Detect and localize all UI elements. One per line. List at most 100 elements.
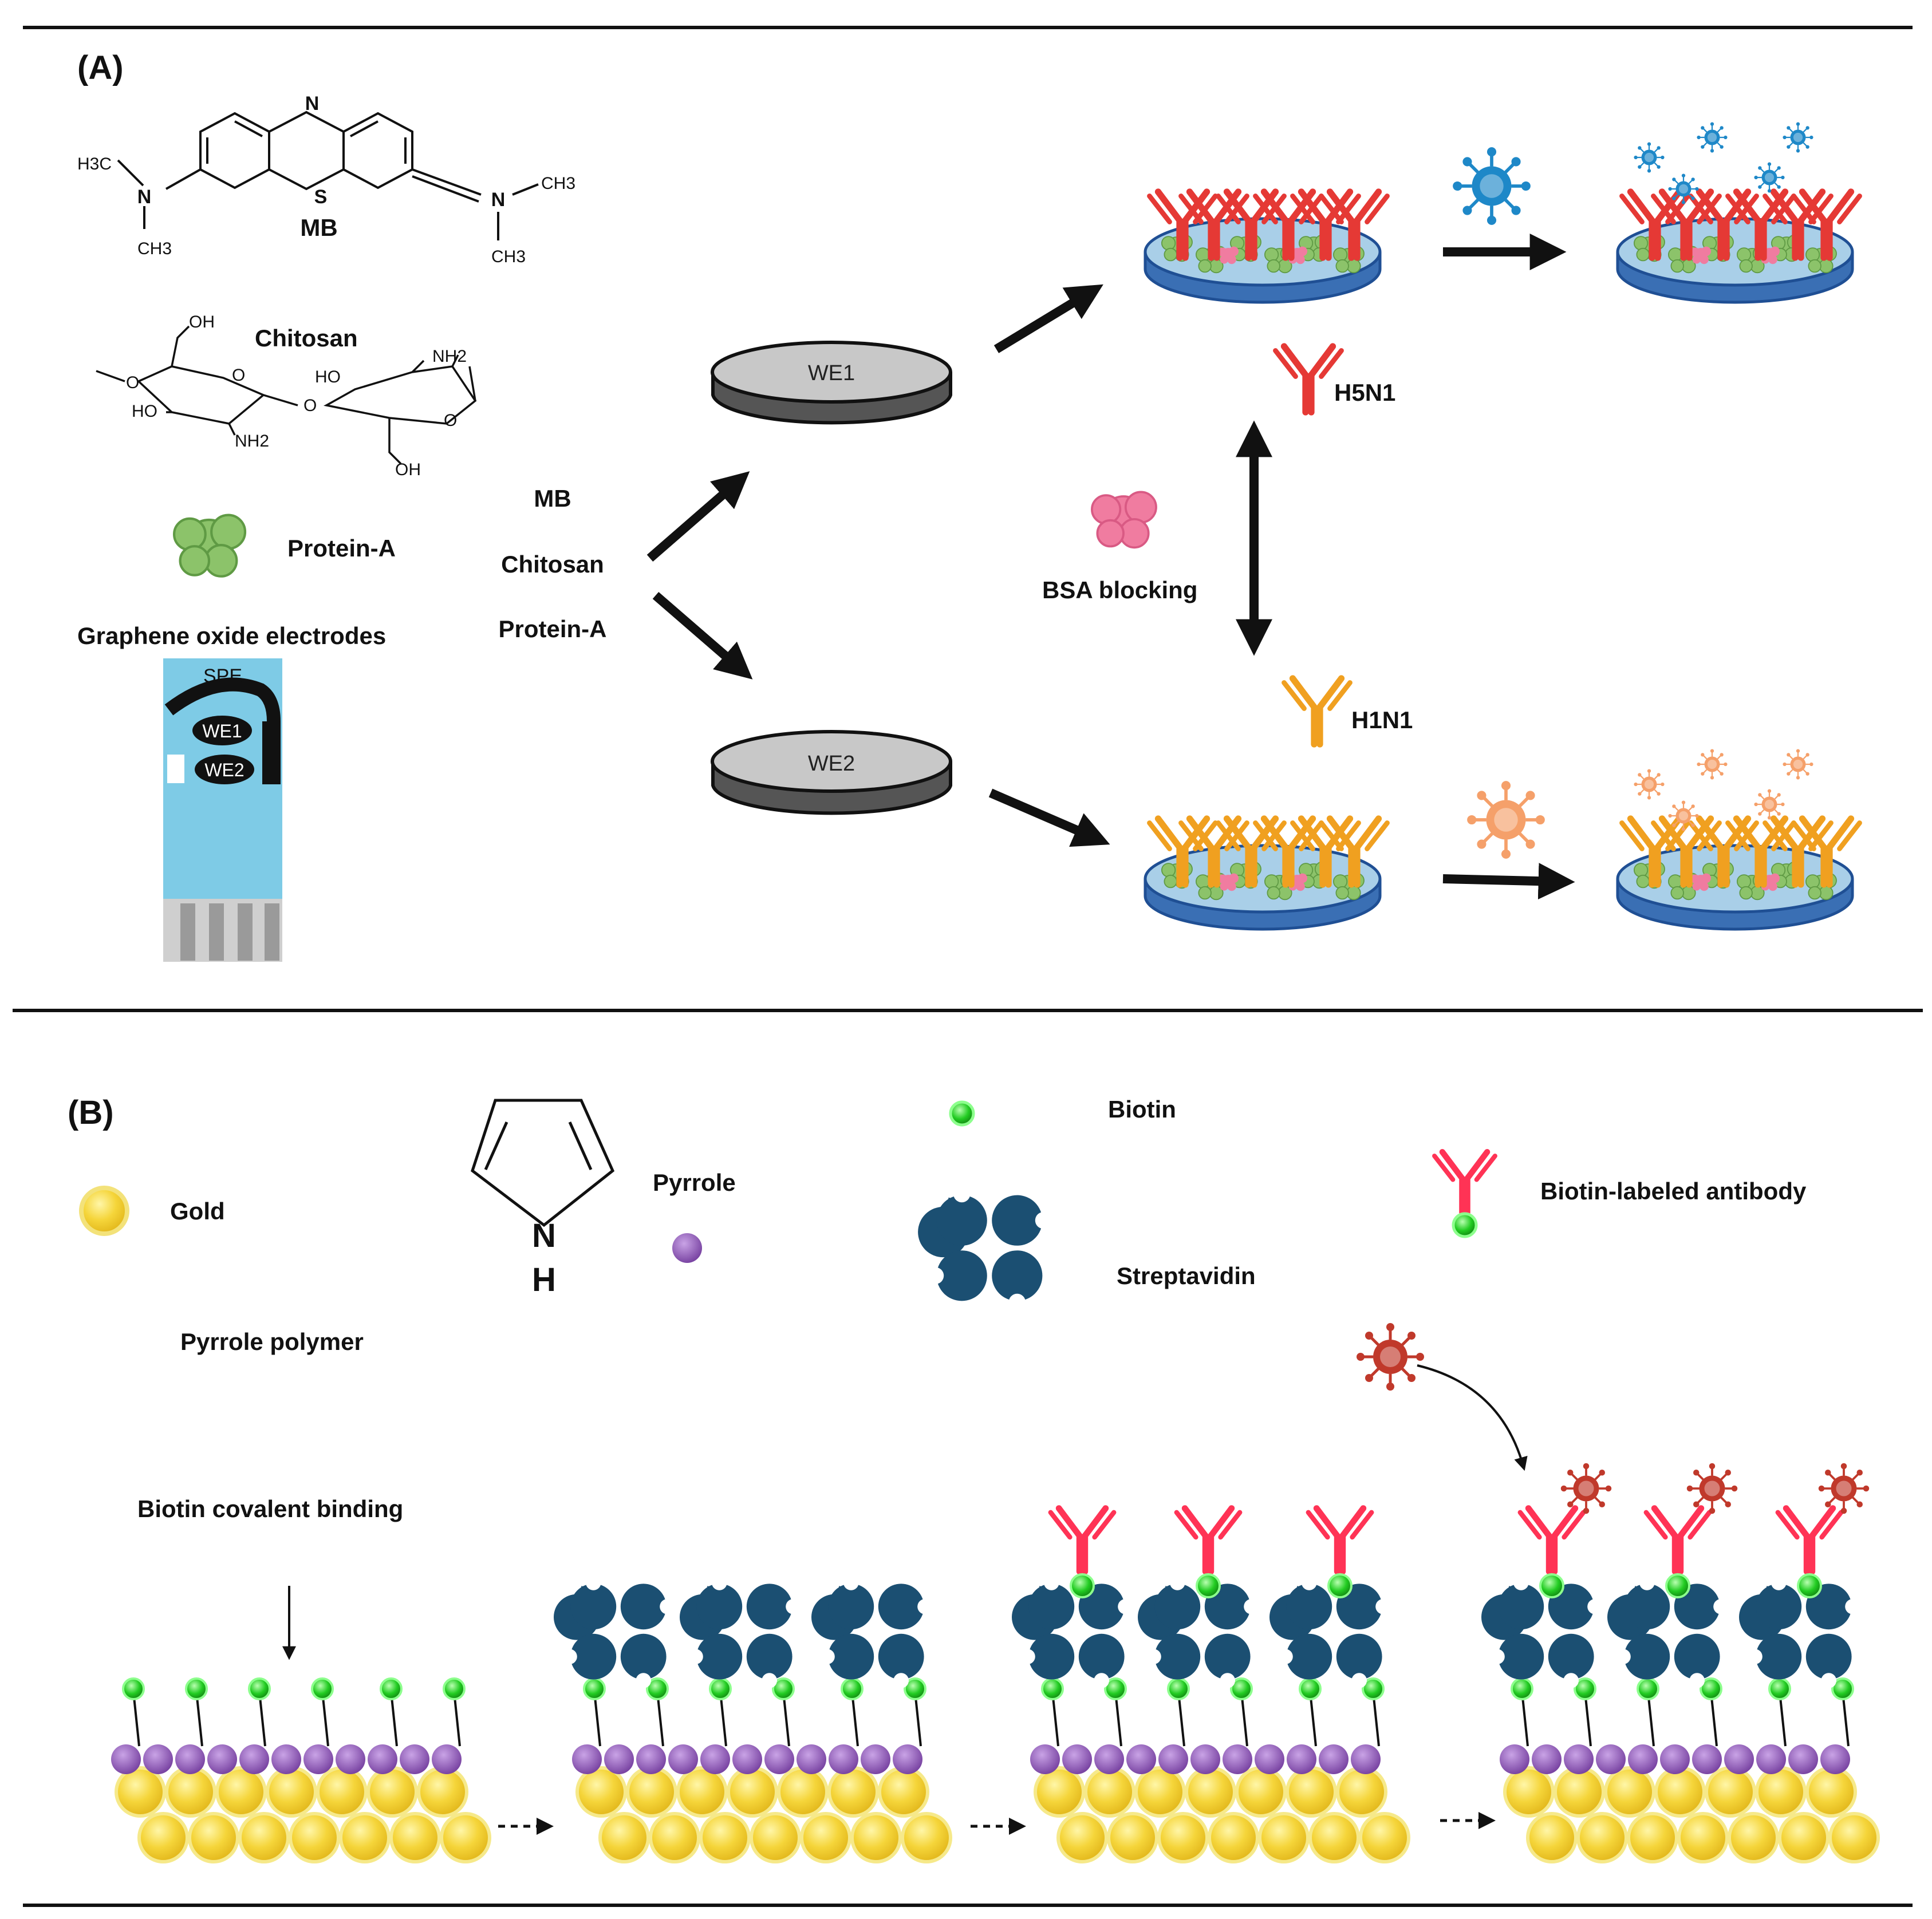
pyrrole-unit: [861, 1744, 890, 1774]
pyrrole-monomer-icon: [672, 1233, 702, 1263]
gold-particle: [727, 1766, 778, 1818]
biotin: [380, 1677, 403, 1700]
surface-stage: [554, 1575, 952, 1863]
protein-a-label: Protein-A: [287, 535, 396, 562]
chitosan-ho1: HO: [132, 402, 157, 421]
pyrrole-unit: [1319, 1744, 1349, 1774]
antibody-electrode: [1144, 819, 1387, 931]
panel-b-tag: (B): [68, 1094, 114, 1131]
gold-particle: [676, 1766, 728, 1818]
chitosan-o-link: O: [303, 396, 317, 415]
bound-virus: [1782, 748, 1814, 780]
gold-particle: [1336, 1766, 1387, 1818]
divider-lines: [13, 26, 1923, 1907]
gold-particle: [750, 1812, 801, 1863]
mb-n-left: N: [137, 186, 152, 208]
pyrrole-unit: [668, 1744, 698, 1774]
bound-virus: [1667, 800, 1700, 832]
gold-particle: [1084, 1766, 1135, 1818]
biotin-labeled-antibody: [1308, 1509, 1371, 1571]
biotin: [583, 1677, 606, 1700]
pyrrole-unit: [400, 1744, 429, 1774]
biotin-label: Biotin: [1108, 1096, 1176, 1123]
pyrrole-unit: [1255, 1744, 1284, 1774]
we1-disk-label: WE1: [808, 361, 855, 385]
biotin-labeled-antibody: [1778, 1509, 1841, 1571]
gold-particle: [1185, 1766, 1236, 1818]
pyrrole-unit: [432, 1744, 462, 1774]
gold-particle: [1134, 1766, 1186, 1818]
spe-we2-label: WE2: [204, 760, 244, 780]
gold-particle: [266, 1766, 317, 1818]
biotin: [1230, 1677, 1253, 1700]
biotin-labeled-antibody: [1051, 1509, 1114, 1571]
streptavidin: [680, 1575, 801, 1688]
antibody-electrode: [1144, 192, 1387, 304]
chitosan-o1: O: [232, 366, 245, 385]
mb-s: S: [314, 186, 328, 208]
gold-particle: [417, 1766, 468, 1818]
pyrrole-unit: [1190, 1744, 1220, 1774]
gold-particle: [1107, 1812, 1158, 1863]
gold-particle: [1627, 1812, 1678, 1863]
gold-particle: [626, 1766, 677, 1818]
gold-icon: [79, 1186, 129, 1236]
bound-virus: [1633, 141, 1665, 173]
biotin-labeled-antibody: [1520, 1509, 1583, 1571]
biotin: [1637, 1677, 1659, 1700]
gold-particle: [1805, 1766, 1857, 1818]
h1n1-virus-icon: [1467, 781, 1545, 859]
biotin: [1700, 1677, 1722, 1700]
bsa-blob: [1218, 873, 1239, 891]
biotin: [841, 1677, 864, 1700]
pyrrole-structure: [471, 1099, 615, 1227]
gold-particle: [339, 1812, 391, 1863]
we2-disk: [711, 730, 952, 815]
gold-particle: [1359, 1812, 1410, 1863]
modification-item: Chitosan: [501, 551, 604, 578]
pyrrole-unit: [303, 1744, 333, 1774]
gold-particle: [389, 1812, 441, 1863]
pyrrole-unit: [1596, 1744, 1626, 1774]
bound-virus: [1782, 121, 1814, 153]
gold-particle: [699, 1812, 751, 1863]
pyrrole-unit: [239, 1744, 269, 1774]
mb-label: MB: [300, 214, 337, 241]
biotin: [646, 1677, 669, 1700]
captured-virus: [1559, 1462, 1613, 1515]
pyrrole-unit: [175, 1744, 205, 1774]
chitosan-ho2: HO: [315, 368, 341, 386]
pyrrole-unit: [1660, 1744, 1690, 1774]
arrows-to-functionalized: [988, 234, 1575, 900]
gold-particle: [1778, 1812, 1830, 1863]
pyrrole-unit: [797, 1744, 826, 1774]
biotin: [1574, 1677, 1596, 1700]
gold-particle: [1604, 1766, 1655, 1818]
h5n1-virus-icon: [1453, 147, 1531, 225]
gold-particle: [598, 1812, 650, 1863]
gold-particle: [1235, 1766, 1287, 1818]
mb-structure: [117, 110, 539, 240]
pyrrole-unit: [572, 1744, 602, 1774]
surface-stage: [1012, 1509, 1410, 1863]
bound-virus: [1753, 788, 1785, 820]
biotin-antibody-label: Biotin-labeled antibody: [1540, 1178, 1807, 1205]
pyrrole-unit: [1628, 1744, 1658, 1774]
chitosan-label: Chitosan: [255, 325, 358, 352]
pyrrole-n: N: [532, 1217, 556, 1254]
gold-particle: [115, 1766, 166, 1818]
gold-particle: [1755, 1766, 1807, 1818]
functionalized-electrodes: [1144, 121, 1860, 931]
gold-particle: [1208, 1812, 1259, 1863]
gold-particle: [777, 1766, 829, 1818]
chitosan-o2: O: [444, 411, 457, 430]
biotin: [1299, 1677, 1322, 1700]
gold-particle: [1728, 1812, 1779, 1863]
biotin: [1511, 1677, 1533, 1700]
bsa-label: BSA blocking: [1042, 577, 1197, 603]
pyrrole-unit: [1788, 1744, 1818, 1774]
spe-label: SPE: [203, 665, 242, 687]
biotin-labeled-antibody: [1177, 1509, 1240, 1571]
